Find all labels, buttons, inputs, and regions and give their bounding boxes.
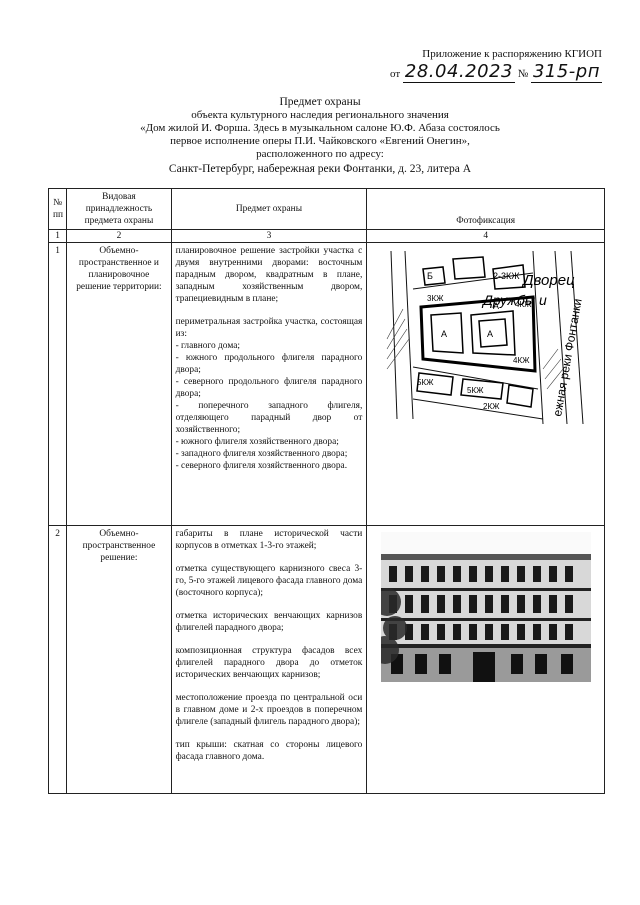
table-row: 1 Объемно-пространственное и планировочн…	[47, 242, 605, 526]
handwritten-date: 28.04.2023	[402, 61, 515, 83]
number-prefix: №	[517, 68, 529, 80]
subject-paragraph: отметка исторических венчающих карнизов …	[175, 611, 363, 633]
subject-paragraph: композиционная структура фасадов всех фл…	[175, 646, 363, 680]
map-label: 2КЖ	[483, 402, 500, 411]
map-label-palace: Дворец	[521, 272, 575, 289]
subject-paragraph: планировочное решение застройки участка …	[175, 246, 363, 304]
row-subject: габариты в плане исторической части корп…	[170, 525, 368, 794]
subject-paragraph: габариты в плане исторической части корп…	[175, 529, 363, 551]
subject-paragraph: периметральная застройка участка, состоя…	[175, 317, 363, 339]
subject-paragraph: тип крыши: скатная со стороны лицевого ф…	[175, 740, 363, 762]
site-plan-map: 2-3КЖ 4КЖ 3КЖ 5КЖ 4КЖ 5КЖ 2КЖ А А А Б Дв…	[383, 249, 589, 424]
protection-subject-table: № пп Видовая принадлежность предмета охр…	[47, 188, 605, 794]
list-item: - главного дома;	[175, 341, 240, 351]
map-label: Б	[427, 271, 433, 281]
map-label: 2-3КЖ	[493, 271, 520, 281]
title-line-5: расположенного по адресу:	[256, 148, 384, 160]
map-label: А	[493, 301, 499, 311]
subject-paragraph: отметка существующего карнизного свеса 3…	[175, 564, 363, 598]
map-label: А	[441, 329, 447, 339]
from-prefix: от	[389, 68, 401, 80]
list-item: - северного продольного флигеля парадног…	[175, 377, 363, 399]
map-label-friendship: Дружбы и	[481, 292, 547, 308]
map-label: 5КЖ	[417, 378, 434, 387]
list-item: - южного продольного флигеля парадного д…	[175, 353, 363, 375]
facade-photo	[380, 532, 591, 682]
title-address: Санкт-Петербург, набережная реки Фонтанк…	[168, 163, 472, 175]
annex-date-line: от 28.04.2023 № 315-рп	[389, 61, 602, 83]
table-header-row: № пп Видовая принадлежность предмета охр…	[47, 188, 605, 230]
list-item: - южного флигеля хозяйственного двора;	[175, 437, 339, 447]
subject-paragraph: местоположение проезда по центральной ос…	[175, 693, 363, 727]
title-line-1: Предмет охраны	[279, 96, 361, 108]
column-number: 1	[47, 229, 68, 243]
row-number: 2	[47, 525, 68, 794]
row-type: Объемно-пространственное решение:	[66, 525, 172, 794]
map-label: 4КЖ	[513, 356, 530, 365]
row-number: 1	[47, 242, 68, 526]
row-subject: планировочное решение застройки участка …	[170, 242, 368, 526]
map-label: 5КЖ	[467, 386, 484, 395]
handwritten-number: 315-рп	[530, 61, 602, 83]
header-photo: Фотофиксация	[366, 188, 605, 230]
list-item: - северного флигеля хозяйственного двора…	[175, 461, 348, 471]
column-number: 4	[366, 229, 605, 243]
table-row: 2 Объемно-пространственное решение: габа…	[47, 525, 605, 794]
row-type: Объемно-пространственное и планировочное…	[66, 242, 172, 526]
list-item: - западного флигеля хозяйственного двора…	[175, 449, 348, 459]
header-no: № пп	[47, 188, 68, 230]
annex-line: Приложение к распоряжению КГИОП	[422, 48, 602, 60]
row-photo	[366, 525, 605, 794]
row-photo: 2-3КЖ 4КЖ 3КЖ 5КЖ 4КЖ 5КЖ 2КЖ А А А Б Дв…	[366, 242, 605, 526]
header-type: Видовая принадлежность предмета охраны	[66, 188, 172, 230]
list-item: - поперечного западного флигеля, отделяю…	[175, 401, 363, 435]
title-line-4: первое исполнение оперы П.И. Чайковского…	[170, 135, 470, 147]
column-number: 2	[66, 229, 172, 243]
title-line-2: объекта культурного наследия регионально…	[191, 109, 449, 121]
document-title: Предмет охраны объекта культурного насле…	[40, 96, 600, 176]
map-label: А	[487, 329, 493, 339]
map-label: 4КЖ	[515, 300, 532, 309]
column-number: 3	[170, 229, 368, 243]
map-label: 3КЖ	[427, 294, 444, 303]
annex-header: Приложение к распоряжению КГИОП от 28.04…	[390, 46, 602, 83]
header-subject: Предмет охраны	[170, 188, 368, 230]
title-line-3: «Дом жилой И. Форша. Здесь в музыкальном…	[140, 122, 500, 134]
column-number-row: 1 2 3 4	[47, 229, 605, 243]
